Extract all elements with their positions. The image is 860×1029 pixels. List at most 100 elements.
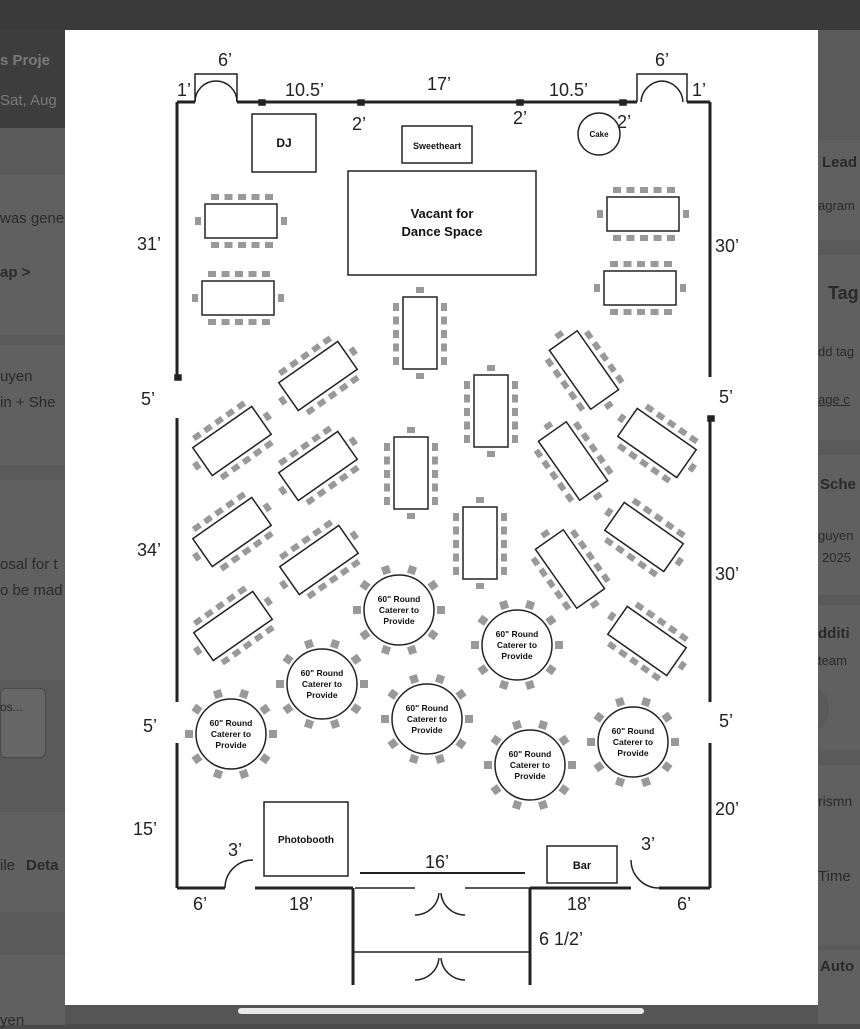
bg-text-file: ile [0, 857, 16, 874]
floor-plan-svg: 6’ 6’ 1’ 1’ 10.5’ 17’ 10.5’ 2’ 2’ 2’ 2’ … [133, 50, 739, 985]
banquet-table [603, 497, 686, 578]
round-table-label: Caterer to [497, 640, 537, 650]
dance-label-line2: Dance Space [402, 224, 483, 239]
banquet-table [544, 329, 625, 412]
dim-top-1-left: 1’ [177, 80, 191, 100]
bg-text-couple: in + She [0, 394, 56, 411]
round-table-label: Caterer to [510, 760, 550, 770]
left-card-3 [0, 480, 65, 680]
column-2 [357, 99, 365, 106]
column-6 [707, 415, 715, 422]
bg-right-team: team [818, 653, 847, 668]
dim-bottom-18-right: 18’ [567, 894, 591, 914]
bar-label: Bar [573, 860, 592, 872]
round-table-label: Provide [617, 748, 648, 758]
banquet-table [277, 335, 360, 416]
bg-right-time: Time [818, 868, 851, 885]
home-indicator[interactable] [238, 1008, 644, 1014]
round-table-label: 60" Round [406, 703, 449, 713]
door-main-swing [414, 892, 466, 916]
walls [175, 100, 712, 985]
bg-link-map[interactable]: ap > [0, 264, 31, 281]
door-vestibule-swing [414, 957, 466, 981]
round-table-label: Provide [514, 771, 545, 781]
dim-bottom-16: 16’ [425, 852, 449, 872]
banquet-table [453, 497, 507, 589]
banquet-tables [191, 187, 699, 682]
dim-2-c: 2’ [513, 108, 527, 128]
banquet-table [616, 403, 699, 484]
bg-text-generated: was gene [0, 210, 65, 227]
top-status-bar [0, 0, 860, 30]
area-labels: DJ Sweetheart Cake Vacant for Dance Spac… [276, 130, 609, 872]
door-top-left-frame [194, 73, 238, 102]
left-card-4 [0, 812, 65, 912]
sweetheart-table [401, 125, 473, 164]
dim-top-1-right: 1’ [692, 80, 706, 100]
bg-right-manage-link[interactable]: age c [818, 392, 850, 407]
round-table-label: Caterer to [302, 679, 342, 689]
dj-label: DJ [276, 136, 291, 150]
right-card-leads [818, 140, 860, 240]
bg-project-title: s Proje [0, 52, 51, 69]
round-table-label: 60" Round [378, 594, 421, 604]
round-table-label: Provide [383, 616, 414, 626]
round-table-label: 60" Round [301, 668, 344, 678]
column-4 [619, 99, 627, 106]
floor-plan-image: 6’ 6’ 1’ 1’ 10.5’ 17’ 10.5’ 2’ 2’ 2’ 2’ … [65, 30, 818, 1005]
dim-left-5-b: 5’ [143, 716, 157, 736]
door-bottom-right-swing [630, 859, 660, 889]
bg-right-leads: Lead [822, 154, 858, 171]
bg-right-auto: Auto [820, 958, 855, 975]
bg-right-add-tag[interactable]: dd tag [818, 344, 855, 359]
bg-text-made: o be mad [0, 582, 63, 599]
bar [546, 845, 618, 884]
banquet-table [277, 425, 360, 506]
dance-label-line1: Vacant for [411, 206, 474, 221]
dim-bottom-3-left: 3’ [228, 840, 242, 860]
dim-2-b: 2’ [352, 114, 366, 134]
fixed-areas [251, 112, 621, 884]
bg-right-instagram: agram [818, 198, 855, 213]
cake-label: Cake [589, 130, 609, 139]
bg-text-details: Deta [26, 857, 59, 874]
banquet-table [464, 365, 518, 457]
banquet-table [594, 261, 686, 315]
dim-left-15: 15’ [133, 819, 157, 839]
bg-right-schedule-name: guyen [818, 528, 854, 543]
dim-top-17: 17’ [427, 74, 451, 94]
column-3 [516, 99, 524, 106]
bg-text-proposal: osal for t [0, 556, 58, 573]
dim-bottom-18-left: 18’ [289, 894, 313, 914]
bg-right-schedule-year: 2025 [822, 550, 851, 565]
dj-booth [251, 113, 317, 173]
dance-space [347, 170, 537, 276]
bg-right-tags: Tag [828, 283, 859, 303]
dim-2-d: 2’ [617, 112, 631, 132]
column-1 [258, 99, 266, 106]
bg-right-additional: dditi [818, 625, 850, 642]
dim-top-6-left: 6’ [218, 50, 232, 70]
project-header-band [0, 30, 65, 128]
dim-right-5-b: 5’ [719, 711, 733, 731]
door-frames [174, 73, 715, 981]
round-table-label: Caterer to [407, 714, 447, 724]
dim-bottom-3-right: 3’ [641, 834, 655, 854]
banquet-table [192, 271, 284, 325]
banquet-table [191, 400, 274, 481]
banquet-table [606, 601, 689, 682]
bg-file-name: os... [0, 700, 23, 714]
photobooth-label: Photobooth [278, 835, 334, 846]
dim-left-31: 31’ [137, 234, 161, 254]
banquet-table [533, 420, 614, 503]
round-table-label: 60" Round [612, 726, 655, 736]
bg-right-charisma: rismn [818, 793, 853, 809]
door-bottom-left-swing [224, 859, 254, 889]
round-table-label: 60" Round [496, 629, 539, 639]
left-file-button[interactable] [0, 688, 46, 758]
round-table-label: Provide [501, 651, 532, 661]
